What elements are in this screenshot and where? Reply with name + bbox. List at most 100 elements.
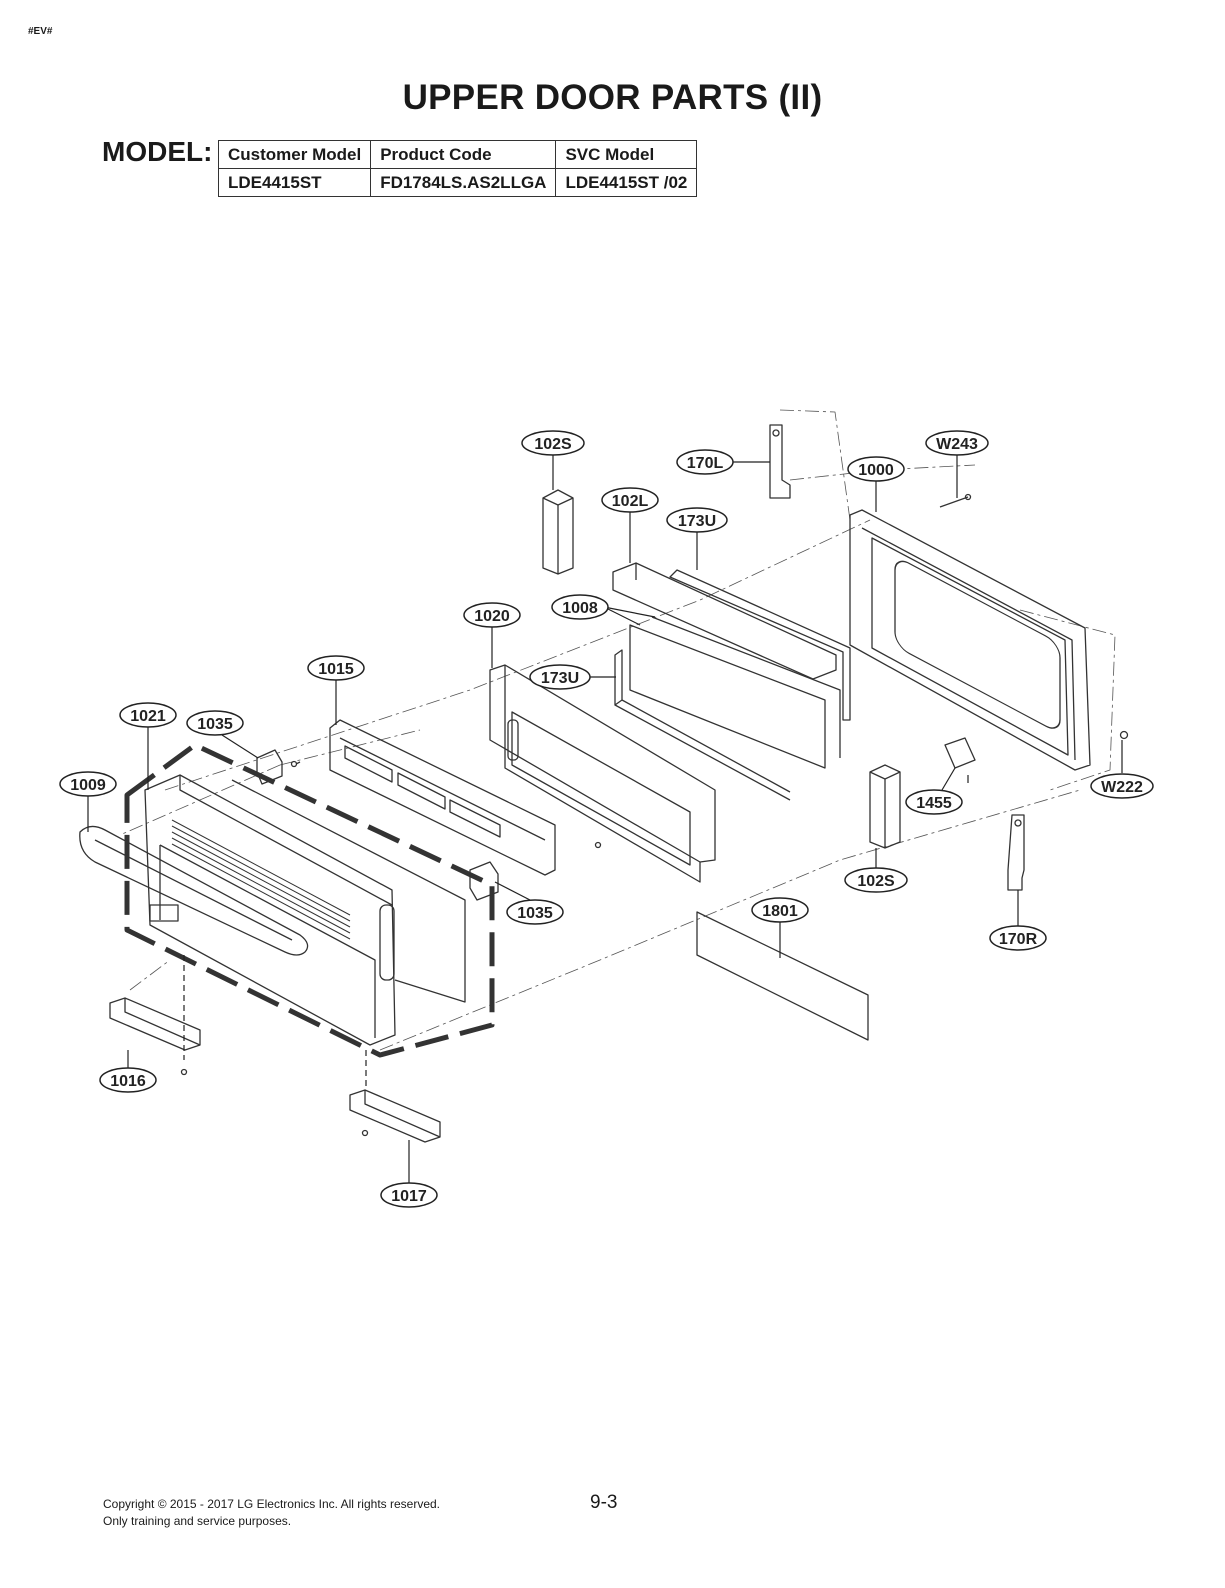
callout-label: 1035 bbox=[197, 716, 233, 733]
callout-1020: 1020 bbox=[463, 602, 521, 628]
callout-label: 102S bbox=[857, 873, 895, 890]
header-svc-model: SVC Model bbox=[555, 140, 698, 169]
callout-label: W243 bbox=[936, 436, 978, 453]
callout-label: 102S bbox=[534, 436, 572, 453]
callout-102S-top: 102S bbox=[521, 430, 585, 456]
callout-oval bbox=[529, 664, 591, 690]
callout-173U-middle: 173U bbox=[529, 664, 591, 690]
callout-170L: 170L bbox=[676, 449, 734, 475]
callout-102L: 102L bbox=[601, 487, 659, 513]
callout-oval bbox=[925, 430, 989, 456]
callout-label: 1020 bbox=[474, 608, 510, 625]
insulation-102L bbox=[612, 562, 837, 680]
callout-label: 1016 bbox=[110, 1073, 146, 1090]
callout-oval bbox=[380, 1182, 438, 1208]
callout-W243: W243 bbox=[925, 430, 989, 456]
callout-oval bbox=[989, 925, 1047, 951]
rail-173U-top bbox=[669, 569, 851, 721]
callout-oval bbox=[601, 487, 659, 513]
glass-1008 bbox=[629, 616, 841, 769]
callout-label: 1017 bbox=[391, 1188, 427, 1205]
callout-label: 170L bbox=[687, 455, 724, 472]
callout-1009: 1009 bbox=[59, 771, 117, 797]
model-table-row: LDE4415ST FD1784LS.AS2LLGA LDE4415ST /02 bbox=[217, 168, 698, 197]
rail-173U-middle bbox=[614, 649, 791, 801]
callout-label: 102L bbox=[612, 493, 649, 510]
callout-1016: 1016 bbox=[99, 1067, 157, 1093]
door-front-panel bbox=[144, 774, 466, 1046]
door-liner-1000 bbox=[849, 509, 1091, 771]
svc-model-value: LDE4415ST /02 bbox=[555, 168, 698, 197]
callout-label: 1008 bbox=[562, 600, 598, 617]
callout-oval bbox=[506, 899, 564, 925]
callout-oval bbox=[99, 1067, 157, 1093]
callout-oval bbox=[844, 867, 908, 893]
callout-oval bbox=[307, 655, 365, 681]
callout-label: 1455 bbox=[916, 795, 952, 812]
callout-173U-top: 173U bbox=[666, 507, 728, 533]
callout-oval bbox=[1090, 773, 1154, 799]
callout-1021: 1021 bbox=[119, 702, 177, 728]
callout-102S-bottom: 102S bbox=[844, 867, 908, 893]
screw-W222 bbox=[1119, 730, 1129, 740]
callout-1455: 1455 bbox=[905, 789, 963, 815]
callout-oval bbox=[751, 897, 809, 923]
callout-label: W222 bbox=[1101, 779, 1143, 796]
callout-oval bbox=[521, 430, 585, 456]
document-tag: #EV# bbox=[28, 26, 53, 37]
hinge-plate-1017 bbox=[349, 1089, 441, 1143]
callout-label: 1801 bbox=[762, 903, 798, 920]
callout-oval bbox=[676, 449, 734, 475]
callout-label: 170R bbox=[999, 931, 1038, 948]
customer-model-value: LDE4415ST bbox=[217, 168, 372, 197]
page-number: 9-3 bbox=[590, 1492, 618, 1513]
model-label: MODEL: bbox=[102, 136, 213, 167]
copyright-text: Copyright © 2015 - 2017 LG Electronics I… bbox=[103, 1497, 441, 1511]
callout-label: 173U bbox=[541, 670, 579, 687]
callout-oval bbox=[666, 507, 728, 533]
usage-note: Only training and service purposes. bbox=[103, 1514, 292, 1528]
insulation-102S-bottom bbox=[869, 764, 901, 849]
callout-oval bbox=[847, 456, 905, 482]
callout-1017: 1017 bbox=[380, 1182, 438, 1208]
callout-1035-right: 1035 bbox=[506, 899, 564, 925]
callout-label: 1009 bbox=[70, 777, 106, 794]
callout-1000: 1000 bbox=[847, 456, 905, 482]
callout-label: 1000 bbox=[858, 462, 894, 479]
callout-oval bbox=[119, 702, 177, 728]
product-code-value: FD1784LS.AS2LLGA bbox=[370, 168, 557, 197]
insulation-102S-top bbox=[542, 489, 574, 575]
callout-oval bbox=[463, 602, 521, 628]
callout-oval bbox=[186, 710, 244, 736]
leader-lines bbox=[87, 455, 1123, 1183]
callout-170R: 170R bbox=[989, 925, 1047, 951]
rail-1015 bbox=[329, 719, 602, 876]
callout-1801: 1801 bbox=[751, 897, 809, 923]
hinge-170R bbox=[1007, 814, 1025, 891]
callout-1008: 1008 bbox=[551, 594, 609, 620]
callout-label: 173U bbox=[678, 513, 716, 530]
hinge-plate-1016 bbox=[109, 997, 201, 1076]
bracket-1035-left bbox=[256, 749, 301, 785]
footer: Copyright © 2015 - 2017 LG Electronics I… bbox=[103, 1496, 440, 1530]
hinge-170L bbox=[769, 424, 791, 499]
header-customer-model: Customer Model bbox=[217, 140, 372, 169]
bracket-1455 bbox=[944, 737, 976, 783]
callout-1015: 1015 bbox=[307, 655, 365, 681]
callout-label: 1015 bbox=[318, 661, 354, 678]
callout-oval bbox=[59, 771, 117, 797]
callout-label: 1035 bbox=[517, 905, 553, 922]
callouts: 102S 170L W243 1000 102L 173U 1008 1020 … bbox=[59, 430, 1154, 1208]
frame-1021 bbox=[124, 742, 495, 1058]
callout-label: 1021 bbox=[130, 708, 166, 725]
model-table-header-row: Customer Model Product Code SVC Model bbox=[217, 140, 698, 169]
label-1801 bbox=[696, 911, 869, 1041]
callout-oval bbox=[905, 789, 963, 815]
bracket-1035-right bbox=[469, 861, 499, 901]
callout-W222: W222 bbox=[1090, 773, 1154, 799]
handle-1009 bbox=[79, 825, 309, 956]
inner-frame-1020 bbox=[489, 664, 716, 883]
screw-W243 bbox=[939, 493, 972, 508]
model-table: Customer Model Product Code SVC Model LD… bbox=[217, 140, 698, 197]
